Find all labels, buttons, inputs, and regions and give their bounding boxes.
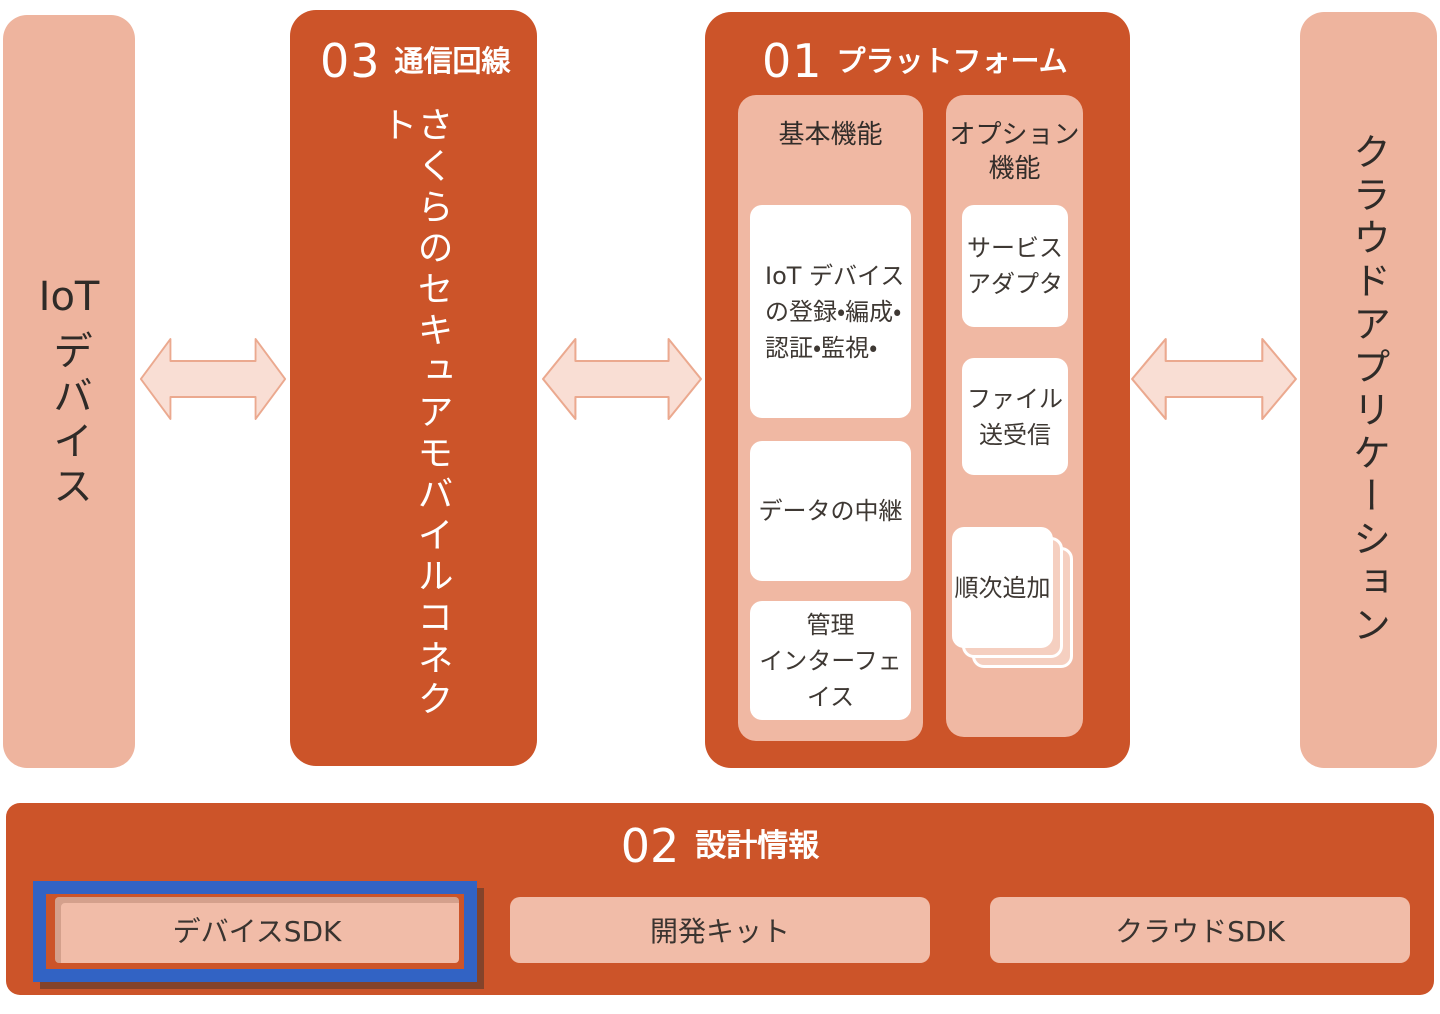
bidirectional-arrow-icon	[541, 335, 703, 423]
feature-card-service-adapter: サービス アダプタ	[962, 205, 1068, 327]
communication-line-header: 03 通信回線	[320, 38, 511, 84]
bidirectional-arrow-icon	[139, 335, 287, 423]
feature-card-file-transfer: ファイル 送受信	[962, 358, 1068, 475]
iot-device-label-latin: IoT	[38, 273, 100, 320]
cloud-sdk-button[interactable]: クラウドSDK	[990, 897, 1410, 963]
platform-header: 01 プラットフォーム	[762, 38, 1068, 84]
platform-panel: 01 プラットフォーム 基本機能 IoT デバイス の登録・編成・ 認証・監視・…	[705, 12, 1130, 768]
iot-device-label-kana: デバイス	[45, 329, 92, 510]
communication-line-title: 通信回線	[394, 43, 511, 78]
design-information-title: 設計情報	[695, 827, 820, 864]
design-information-header: 02 設計情報	[6, 823, 1434, 869]
optional-functions-column: オプション 機能 サービス アダプタ ファイル 送受信 順次追加	[946, 95, 1083, 737]
design-information-number: 02	[620, 819, 680, 873]
dev-kit-button[interactable]: 開発キット	[510, 897, 930, 963]
communication-line-number: 03	[320, 34, 381, 88]
device-sdk-highlight-box: デバイスSDK	[33, 881, 477, 982]
feature-card-sequential-addition: 順次追加	[952, 527, 1053, 648]
feature-card-data-relay: データの中継	[750, 441, 911, 581]
device-sdk-button[interactable]: デバイスSDK	[55, 897, 459, 963]
feature-card-admin-interface: 管理 インターフェイス	[750, 601, 911, 720]
communication-line-panel: 03 通信回線 さくらのセキュアモバイルコネクト	[290, 10, 537, 766]
bidirectional-arrow-icon	[1130, 335, 1298, 423]
platform-title: プラットフォーム	[836, 43, 1068, 78]
optional-functions-header: オプション 機能	[949, 120, 1080, 184]
basic-functions-header: 基本機能	[778, 120, 883, 150]
cloud-application-label: クラウドアプリケーション	[1346, 132, 1391, 648]
cloud-application-panel: クラウドアプリケーション	[1300, 12, 1437, 768]
feature-card-device-registration: IoT デバイス の登録・編成・ 認証・監視・	[750, 205, 911, 418]
platform-number: 01	[762, 34, 823, 88]
basic-functions-column: 基本機能 IoT デバイス の登録・編成・ 認証・監視・ データの中継 管理 イ…	[738, 95, 923, 741]
secure-mobile-connect-label: さくらのセキュアモバイルコネクト	[375, 106, 453, 721]
iot-device-label: IoT デバイス	[39, 274, 100, 510]
iot-device-panel: IoT デバイス	[3, 15, 135, 768]
